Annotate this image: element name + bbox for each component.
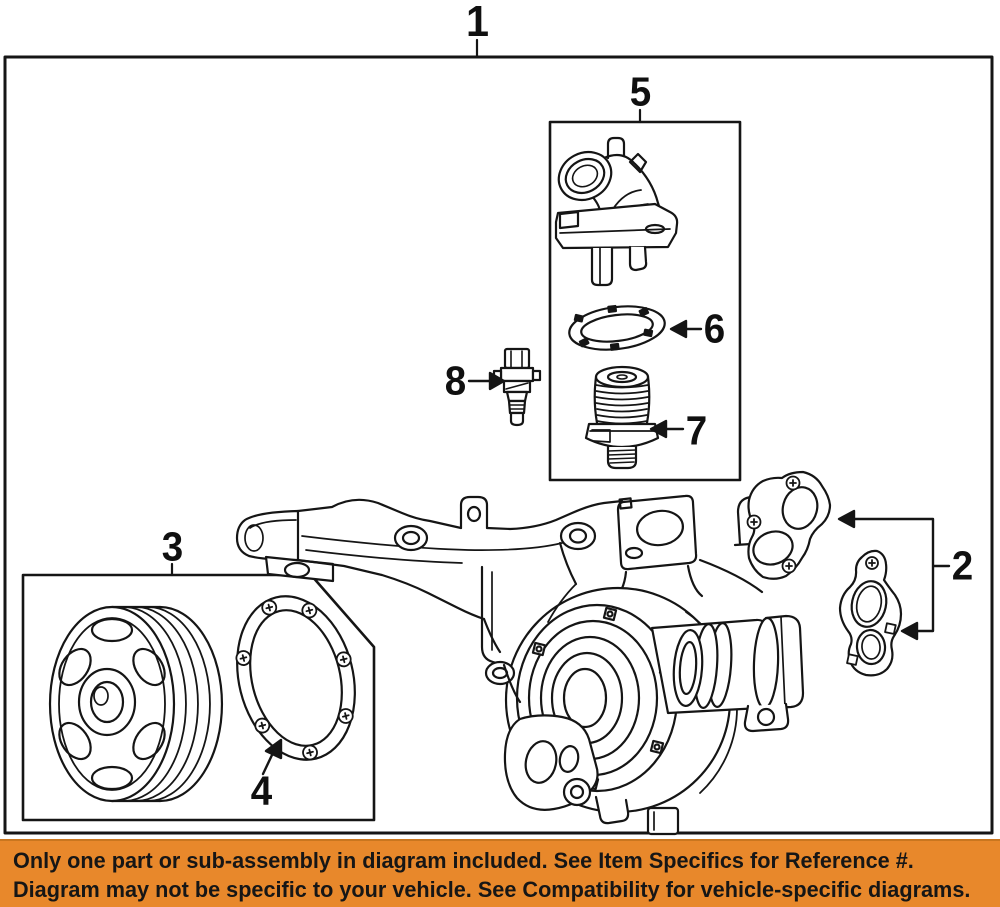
- crossover-pipe: [235, 495, 624, 654]
- arrow-to-seal: [669, 319, 688, 339]
- callout-3-pulley: 3: [161, 523, 183, 570]
- thermostat-box-outline: [548, 108, 742, 482]
- callout-4-pump-gasket: 4: [250, 767, 272, 814]
- callout-1-water-pump-assembly: 1: [465, 0, 489, 46]
- pump-gasket: [235, 595, 356, 761]
- banner-line-2: Diagram may not be specific to your vehi…: [13, 877, 971, 902]
- callout-7-thermostat: 7: [685, 407, 707, 454]
- pulley-box-outline: [21, 562, 376, 822]
- disclaimer-banner: Only one part or sub-assembly in diagram…: [0, 839, 1000, 907]
- thermostat: [584, 365, 660, 470]
- callout-5-thermostat-housing: 5: [629, 68, 651, 115]
- diagram-artwork: [3, 38, 994, 836]
- callout-2-outlet-gaskets: 2: [951, 542, 973, 589]
- thermostat-housing: [554, 136, 679, 287]
- outlet-gasket-lower: [838, 549, 903, 677]
- arrow-to-sensor: [488, 371, 506, 391]
- assembly-box-outline: [3, 38, 994, 835]
- outlet-gasket-upper: [746, 470, 832, 580]
- outlet-flange: [610, 494, 764, 604]
- coolant-temp-sensor: [492, 347, 542, 427]
- callout-8-temp-sensor: 8: [444, 357, 466, 404]
- water-pump-parts-diagram: 1 2 3 4 5 6 7 8: [3, 0, 994, 836]
- water-pump-pulley: [48, 605, 224, 803]
- banner-line-1: Only one part or sub-assembly in diagram…: [13, 848, 914, 873]
- water-pump-body: [480, 565, 805, 836]
- arrow-to-thermostat: [649, 419, 668, 439]
- arrow-to-upper-gasket: [837, 509, 856, 529]
- callout-6-housing-seal: 6: [703, 305, 725, 352]
- arrow-to-gasket: [264, 738, 283, 760]
- leader-lines: [261, 319, 951, 776]
- arrow-to-lower-gasket: [900, 621, 919, 641]
- housing-seal: [568, 304, 666, 351]
